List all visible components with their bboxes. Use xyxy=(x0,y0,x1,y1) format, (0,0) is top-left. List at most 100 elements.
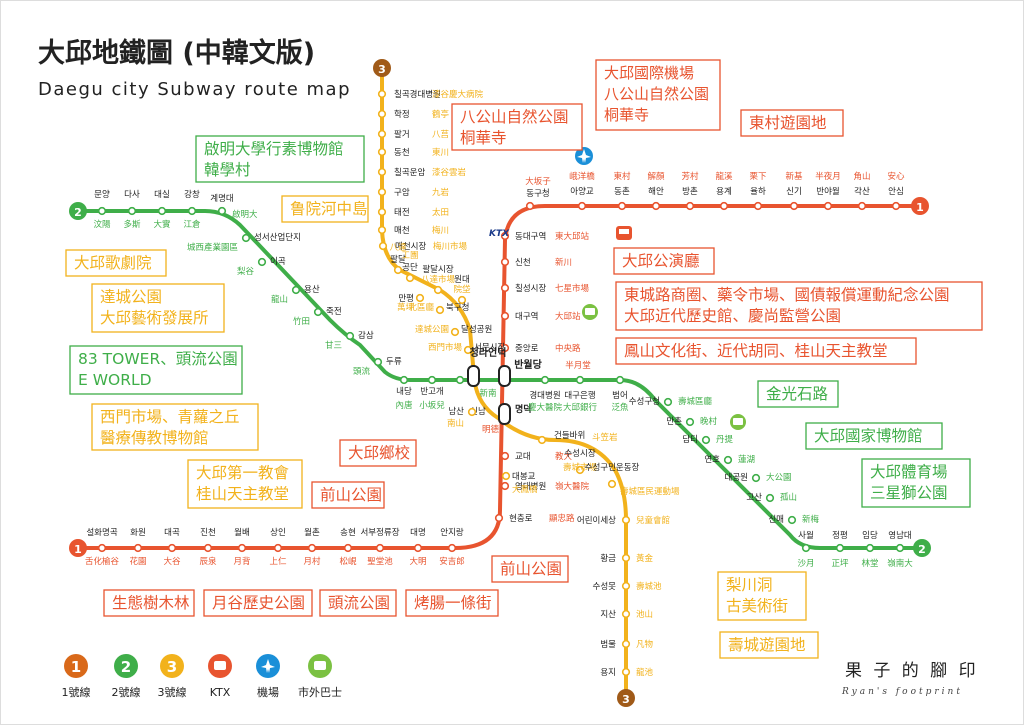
station-name-ko: 대구역 xyxy=(515,311,538,322)
line-2-badge-left: 2 xyxy=(69,202,87,220)
station-name-ko: 매천시장 xyxy=(395,241,426,252)
station-name-zh: 斗笠岩 xyxy=(592,432,618,443)
station-name-zh: 中央路 xyxy=(555,343,581,354)
attraction-text: 壽城遊園地 xyxy=(728,636,806,654)
station-dot xyxy=(857,201,867,211)
attraction-text: 鳳山文化街、近代胡同、桂山天主教堂 xyxy=(624,342,888,360)
station-name-zh: 南山 xyxy=(447,418,464,429)
station-dot xyxy=(723,455,733,465)
attraction-text: 烤腸一條街 xyxy=(414,594,492,612)
station-dot xyxy=(751,473,761,483)
attraction-text: 大邱歌劇院 xyxy=(74,253,152,272)
station-dot xyxy=(891,201,901,211)
station-name-zh: 達城公園 xyxy=(415,324,449,335)
attraction-frame xyxy=(195,135,365,183)
station-name-zh: 大鳳橋 xyxy=(512,484,538,495)
station-dot xyxy=(377,225,387,235)
station-dot xyxy=(377,207,387,217)
station-name-zh: 池山 xyxy=(636,609,653,620)
station-name-zh: 新梅 xyxy=(802,514,820,525)
attraction-text: 啟明大學行素博物館 xyxy=(204,139,344,158)
station-name-zh: 東村 xyxy=(613,171,631,182)
station-name-ko: 원대 xyxy=(454,275,470,285)
station-name-zh: 松峴 xyxy=(339,556,357,567)
station-name-ko: 공단 xyxy=(402,262,418,273)
station-name-zh: 龍山 xyxy=(271,294,288,305)
station-name-zh: 聖堂池 xyxy=(367,556,393,567)
station-name-zh: 月背 xyxy=(233,556,251,567)
station-name-zh: 沙月 xyxy=(797,559,814,569)
transfer-banwol: 반월당 xyxy=(498,358,543,387)
station-name-ko: 감삼 xyxy=(358,330,374,341)
station-dot xyxy=(494,513,504,523)
station-name-zh: 龍池 xyxy=(636,667,654,678)
legend-swatch xyxy=(64,654,88,678)
station-dot xyxy=(823,201,833,211)
station-dot xyxy=(291,285,301,295)
attraction-box: 鲁院河中島 xyxy=(281,195,369,223)
station-name-zh: 半夜月 xyxy=(815,171,841,182)
station-dot xyxy=(575,465,585,475)
station-dot xyxy=(455,375,465,385)
station-dot xyxy=(97,543,107,553)
station-name-ko: 매천 xyxy=(394,225,410,236)
line-1-badge-right-label: 1 xyxy=(916,201,924,214)
station-name-ko: 죽전 xyxy=(326,306,342,317)
station-dot xyxy=(719,201,729,211)
station-name-ko: 다사 xyxy=(124,190,140,200)
attraction-text: 西門市場、青蘿之丘 xyxy=(100,408,240,426)
station-name-ko: 반야월 xyxy=(816,186,839,197)
page-subtitle: Daegu city Subway route map xyxy=(38,79,351,100)
credit-en: Ryan's footprint xyxy=(841,687,963,697)
station-name-ko: 용계 xyxy=(716,186,732,197)
station-name-zh: 梨谷 xyxy=(237,266,255,277)
station-dot xyxy=(575,375,585,385)
attraction-text: 醫療傳教博物館 xyxy=(100,429,209,447)
station-name-zh: 安吉郎 xyxy=(439,556,465,567)
station-name-ko: 동천 xyxy=(394,147,410,158)
station: 매천 梅川 xyxy=(377,225,449,236)
airport-icon xyxy=(575,147,593,165)
attraction-text: 大邱藝術發展所 xyxy=(100,309,209,327)
station-name-zh: 東大邱站 xyxy=(555,231,590,242)
station-dot xyxy=(537,435,547,445)
station-name-ko: 대곡 xyxy=(164,528,180,538)
station-name-zh: 顯忠路 xyxy=(549,513,575,524)
station-dot xyxy=(621,667,631,677)
station-dot xyxy=(343,543,353,553)
attraction-text: 八公山自然公園 xyxy=(604,85,709,103)
attraction-text: 前山公園 xyxy=(500,560,562,578)
legend-item: 機場 xyxy=(256,654,280,699)
station-dot xyxy=(621,553,631,563)
station-dot xyxy=(500,481,510,491)
station-name-zh: 梅川 xyxy=(432,225,449,236)
ktx-icon: KTX xyxy=(489,226,632,240)
station-name-ko: 임당 xyxy=(862,530,878,541)
station-dot xyxy=(273,543,283,553)
station-name-ko: 월촌 xyxy=(304,527,320,538)
line-2-badge-right: 2 xyxy=(913,539,931,557)
station-name-zh: 院垈 xyxy=(453,284,471,295)
attraction-frame xyxy=(103,589,195,617)
station-name-zh: 晚村 xyxy=(700,416,718,427)
station-dot xyxy=(865,543,875,553)
station-name-ko: 서문시장 xyxy=(474,342,505,353)
line-1-badge-left-label: 1 xyxy=(74,543,82,556)
